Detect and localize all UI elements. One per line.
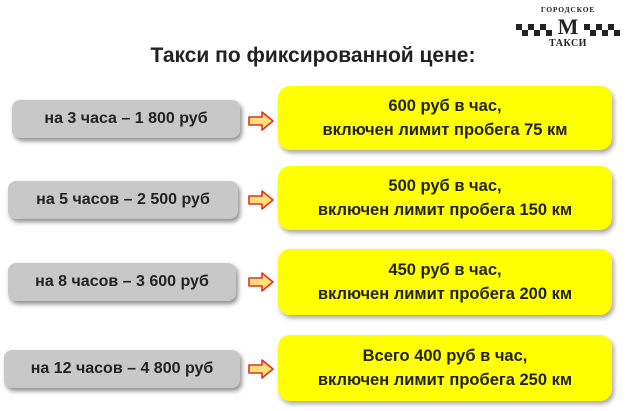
checker-pattern <box>516 24 620 36</box>
price-box: 600 руб в час, включен лимит пробега 75 … <box>278 86 612 150</box>
duration-label: на 5 часов – 2 500 руб <box>8 181 238 219</box>
price-limit: включен лимит пробега 75 км <box>322 121 568 139</box>
price-rate: Всего 400 руб в час, <box>362 347 528 365</box>
price-rate: 500 руб в час, <box>388 177 502 195</box>
price-rate: 600 руб в час, <box>388 97 502 115</box>
price-limit: включен лимит пробега 150 км <box>317 201 573 219</box>
logo-top-text: ГОРОДСКОЕ <box>541 5 595 14</box>
page-title: Такси по фиксированной цене: <box>150 44 476 67</box>
taxi-logo: ГОРОДСКОЕ М ТАКСИ <box>512 2 620 49</box>
price-box: 500 руб в час, включен лимит пробега 150… <box>278 166 612 230</box>
price-limit: включен лимит пробега 200 км <box>317 285 573 303</box>
right-arrow-icon <box>248 359 274 379</box>
duration-label: на 3 часа – 1 800 руб <box>12 100 240 138</box>
logo-bottom-text: ТАКСИ <box>549 38 587 48</box>
duration-label: на 8 часов – 3 600 руб <box>8 263 236 301</box>
right-arrow-icon <box>248 272 274 292</box>
price-box: 450 руб в час, включен лимит пробега 200… <box>278 249 612 315</box>
price-limit: включен лимит пробега 250 км <box>317 371 573 389</box>
right-arrow-icon <box>248 111 274 131</box>
right-arrow-icon <box>248 190 274 210</box>
taxi-logo-graphic: ГОРОДСКОЕ М ТАКСИ <box>516 5 620 49</box>
duration-label: на 12 часов – 4 800 руб <box>4 350 240 388</box>
price-rate: 450 руб в час, <box>388 261 502 279</box>
logo-letter: М <box>558 14 579 39</box>
price-box: Всего 400 руб в час, включен лимит пробе… <box>278 335 612 401</box>
